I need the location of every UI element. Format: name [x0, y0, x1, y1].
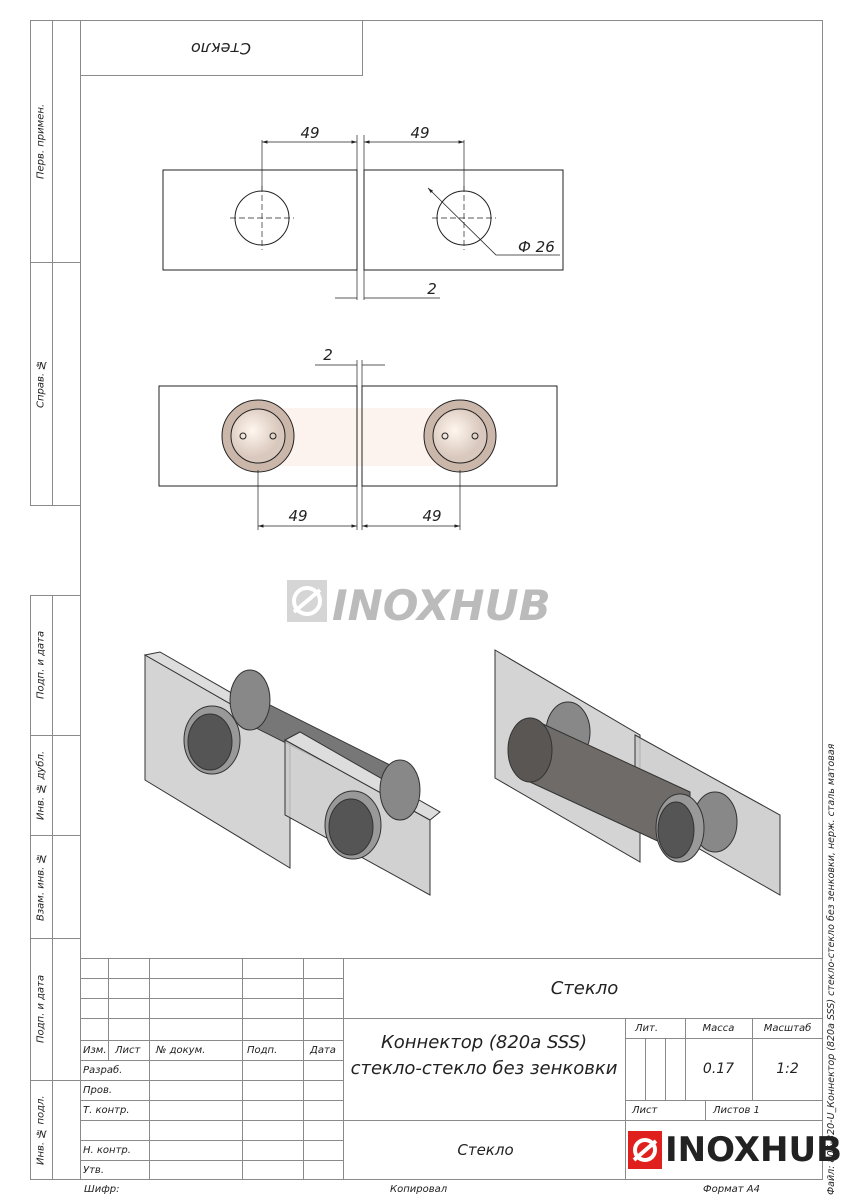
side-label: Инв. № подл. — [35, 1095, 47, 1165]
sheets-count: Листов 1 — [713, 1104, 760, 1116]
mass-value: 0.17 — [702, 1061, 735, 1077]
row-label: Утв. — [83, 1164, 104, 1176]
mirrored-stamp-box: Стекло — [80, 20, 363, 76]
dim-top-gap: 2 — [427, 280, 437, 298]
mass-label: Масса — [702, 1022, 735, 1034]
row-label: Разраб. — [83, 1064, 123, 1076]
row-label: Т. контр. — [83, 1104, 130, 1116]
footer-format: Формат A4 — [703, 1184, 760, 1195]
logo-text: INOXHUB — [665, 1130, 842, 1170]
dim-top-left: 49 — [300, 124, 319, 142]
header-list: Лист — [115, 1044, 141, 1056]
logo-icon — [628, 1131, 662, 1169]
iso-view-back — [494, 649, 781, 896]
row-label: Н. контр. — [83, 1144, 131, 1156]
file-label: Файл: 805-820-U_Коннектор (820a SSS) сте… — [826, 743, 837, 1195]
scale-label: Масштаб — [763, 1022, 812, 1034]
side-strip-bottom — [30, 595, 81, 1180]
dim-mid-gap: 2 — [323, 346, 333, 364]
footer-copied: Копировал — [390, 1184, 448, 1195]
header-doc: № докум. — [156, 1044, 206, 1056]
scale-value: 1:2 — [776, 1061, 799, 1077]
watermark: INOXHUB — [287, 580, 551, 630]
technical-drawing: 49 49 Ф 26 2 2 49 49 INOXHUB — [143, 124, 781, 896]
front-view — [158, 360, 558, 530]
sheet-label: Лист — [632, 1104, 658, 1116]
side-strip-top — [30, 20, 81, 506]
product-name: Коннектор (820a SSS) стекло-стекло без з… — [343, 1030, 625, 1082]
logo: INOXHUB — [628, 1130, 842, 1170]
row-label: Пров. — [83, 1084, 113, 1096]
top-view — [162, 135, 564, 300]
footer-cipher: Шифр: — [84, 1184, 120, 1195]
product-name-line1: Коннектор (820a SSS) — [380, 1032, 588, 1053]
product-name-line2: стекло-стекло без зенковки — [350, 1058, 618, 1079]
iso-view-front — [143, 651, 441, 896]
header-data: Дата — [310, 1044, 336, 1056]
header-podp: Подп. — [247, 1044, 278, 1056]
dim-bottom-right: 49 — [422, 507, 441, 525]
dim-bottom-left: 49 — [288, 507, 307, 525]
material-bottom: Стекло — [457, 1141, 514, 1159]
dim-diameter: Ф 26 — [518, 238, 555, 256]
dim-top-right: 49 — [410, 124, 429, 142]
lit-label: Лит. — [635, 1022, 659, 1034]
header-izm: Изм. — [83, 1044, 107, 1056]
watermark-text: INOXHUB — [332, 581, 551, 630]
material-top: Стекло — [550, 977, 619, 999]
